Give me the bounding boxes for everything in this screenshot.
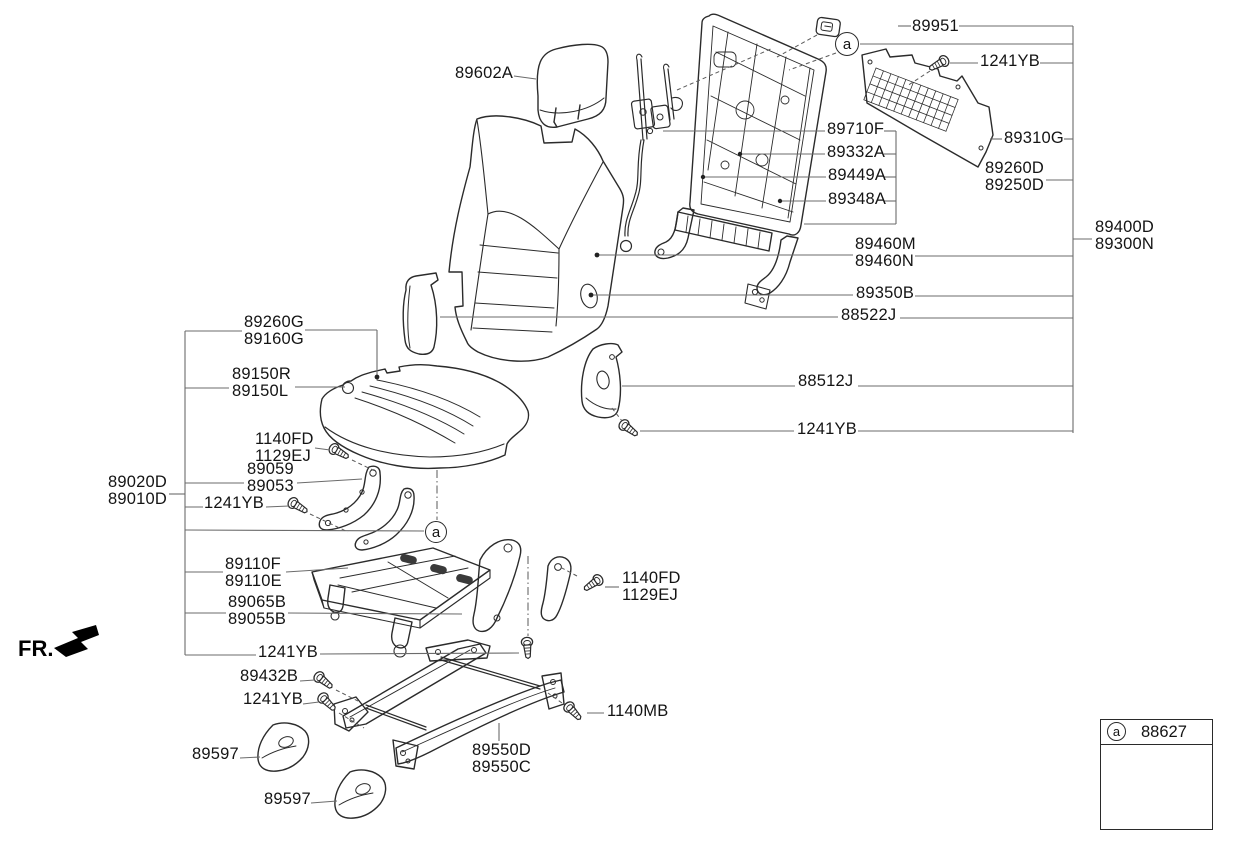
legend-header: a 88627 [1101,720,1212,745]
legend-part-code: 88627 [1141,723,1187,741]
side-shield-88512j-drawing [580,342,623,419]
part-label-89348a: 89348A [828,190,887,208]
part-label-89150r-l: 89150R 89150L [232,365,291,400]
part-label-89310g: 89310G [1004,129,1064,147]
part-label-89059-89053: 89059 89053 [247,460,294,495]
part-label-89350b: 89350B [856,284,915,302]
cushion-frame-drawing [311,539,572,658]
mounting-arms-drawing [318,465,415,551]
part-label-89602a: 89602A [455,64,514,82]
leader-endpoint-dots [374,151,783,380]
part-label-1241yb-top: 1241YB [980,52,1040,70]
part-label-89332a: 89332A [827,143,886,161]
legend-callout-a: a [1107,722,1126,741]
part-label-1241yb-right: 1241YB [797,420,857,438]
part-label-89449a: 89449A [828,166,887,184]
centerline-dashed-lines [436,470,529,636]
part-label-89710f: 89710F [827,120,885,138]
side-cover-88522j-drawing [402,272,439,356]
callout-a-middle: a [425,521,447,543]
part-label-89597-2: 89597 [264,790,311,808]
part-label-1140mb: 1140MB [607,702,669,720]
assembly-dashed-lines [309,34,931,729]
part-label-89432b: 89432B [240,667,299,685]
back-panel-89310g-drawing [861,48,994,168]
part-label-1140fd-1129ej-right: 1140FD 1129EJ [622,569,681,604]
seat-cushion-drawing [319,363,530,470]
part-label-88522j: 88522J [841,306,897,324]
latch-89951-drawing [815,16,841,38]
part-label-89951: 89951 [912,17,959,35]
part-label-89260g-89160g: 89260G 89160G [244,313,304,348]
part-label-89597-1: 89597 [192,745,239,763]
part-label-89260d-89250d: 89260D 89250D [985,159,1044,194]
headrest-drawing [536,43,609,129]
part-label-89110f-e: 89110F 89110E [225,555,282,590]
fr-label: FR. [18,636,54,661]
part-label-89550d-c: 89550D 89550C [472,741,531,776]
lower-rails-drawing [333,639,565,770]
seat-back-frame-drawing [654,13,827,310]
part-label-1140fd-1129ej-left: 1140FD 1129EJ [255,430,314,465]
recliner-mechanism-drawing [619,53,683,253]
part-label-89460m-n: 89460M 89460N [855,235,916,270]
callout-a-top: a [835,32,859,56]
part-label-88512j: 88512J [798,372,854,390]
leader-lines [169,25,1092,804]
part-label-1241yb-left2: 1241YB [258,643,318,661]
part-label-89400d-89300n: 89400D 89300N [1095,218,1154,253]
seat-back-drawing [448,115,625,362]
fr-direction-arrow-icon [54,625,99,657]
leg-cover-drawings [257,722,387,819]
part-label-89020d-89010d: 89020D 89010D [108,473,167,508]
part-label-1241yb-left3: 1241YB [243,690,303,708]
part-label-1241yb-left1: 1241YB [204,494,264,512]
part-label-89065b-89055b: 89065B 89055B [228,593,287,628]
legend-box: a 88627 [1100,719,1213,830]
